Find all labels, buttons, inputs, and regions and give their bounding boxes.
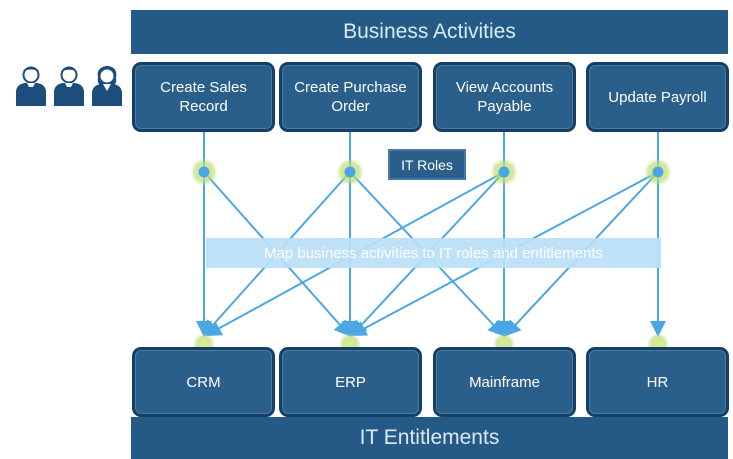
business-user-icon xyxy=(92,66,122,106)
it-entitlements-banner: IT Entitlements xyxy=(131,417,728,459)
business-activities-banner: Business Activities xyxy=(131,10,728,54)
activity-update-payroll: Update Payroll xyxy=(586,62,729,132)
system-mainframe: Mainframe xyxy=(433,347,576,417)
role-node-core xyxy=(652,166,664,178)
role-node-core xyxy=(344,166,356,178)
business-user-icon xyxy=(54,66,84,106)
business-user-icon xyxy=(16,66,46,106)
role-node-core xyxy=(498,166,510,178)
activity-view-accounts-payable: View Accounts Payable xyxy=(433,62,576,132)
mapping-banner: Map business activities to IT roles and … xyxy=(206,238,661,268)
role-node-group xyxy=(190,158,672,186)
activity-create-purchase-order: Create Purchase Order xyxy=(279,62,422,132)
system-crm: CRM xyxy=(132,347,275,417)
system-erp: ERP xyxy=(279,347,422,417)
it-roles-label: IT Roles xyxy=(388,149,466,180)
system-hr: HR xyxy=(586,347,729,417)
role-node-core xyxy=(198,166,210,178)
activity-create-sales-record: Create Sales Record xyxy=(132,62,275,132)
